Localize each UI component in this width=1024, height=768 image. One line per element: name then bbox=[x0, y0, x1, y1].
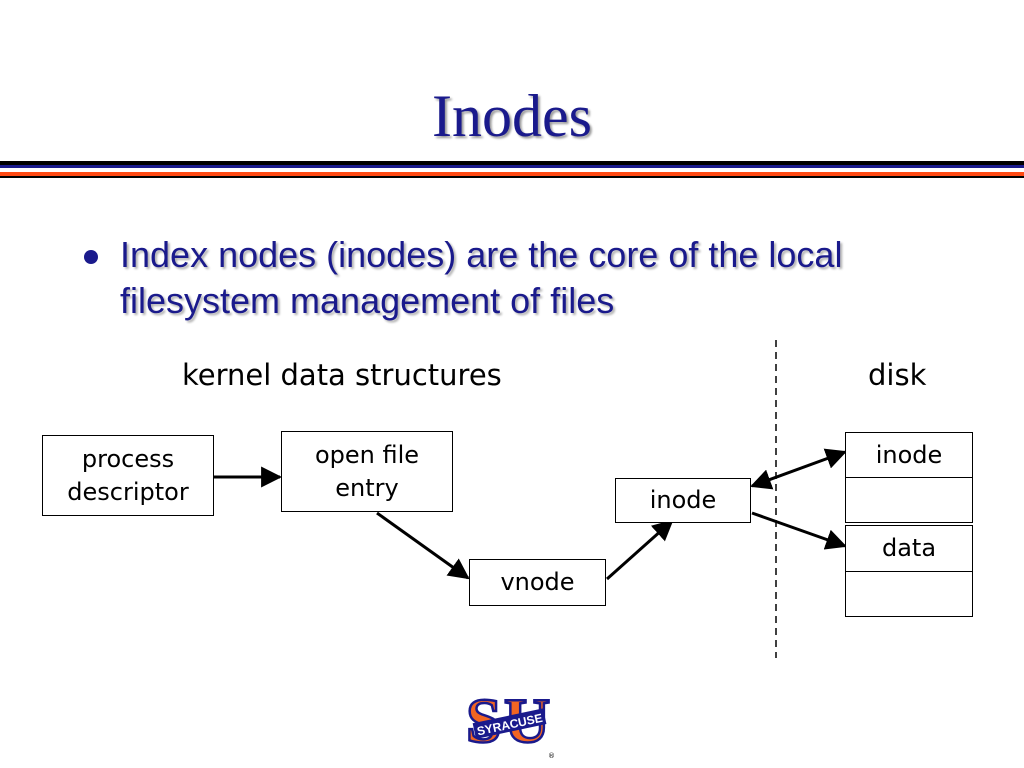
syracuse-logo: S U SYRACUSE ® bbox=[460, 684, 556, 760]
svg-text:S: S bbox=[466, 688, 502, 756]
arrow-openfile-to-vnode bbox=[376, 511, 470, 580]
bullet-dot-icon bbox=[84, 250, 98, 264]
svg-text:®: ® bbox=[548, 752, 555, 760]
disk-inode-cell: inode bbox=[845, 432, 973, 479]
arrow-vnode-to-inode bbox=[606, 519, 674, 581]
disk-inode-extra-cell bbox=[845, 477, 973, 523]
title-rule-black-top bbox=[0, 161, 1024, 165]
disk-data-extra-cell bbox=[845, 571, 973, 617]
bullet-text: Index nodes (inodes) are the core of the… bbox=[120, 234, 843, 321]
open-file-entry-box: open file entry bbox=[281, 431, 453, 512]
process-descriptor-box: process descriptor bbox=[42, 435, 214, 516]
title-rule-navy bbox=[0, 165, 1024, 168]
arrow-inode-to-data bbox=[751, 511, 847, 550]
arrow-inode-disk-inode bbox=[750, 448, 847, 490]
disk-data-cell: data bbox=[845, 525, 973, 573]
title-rule-black-bottom bbox=[0, 176, 1024, 178]
vnode-box: vnode bbox=[469, 559, 606, 606]
kernel-data-structures-label: kernel data structures bbox=[182, 358, 502, 392]
slide-title: Inodes bbox=[432, 83, 592, 149]
disk-label: disk bbox=[868, 358, 927, 392]
title-rule-orange bbox=[0, 172, 1024, 176]
inode-box: inode bbox=[615, 478, 751, 523]
